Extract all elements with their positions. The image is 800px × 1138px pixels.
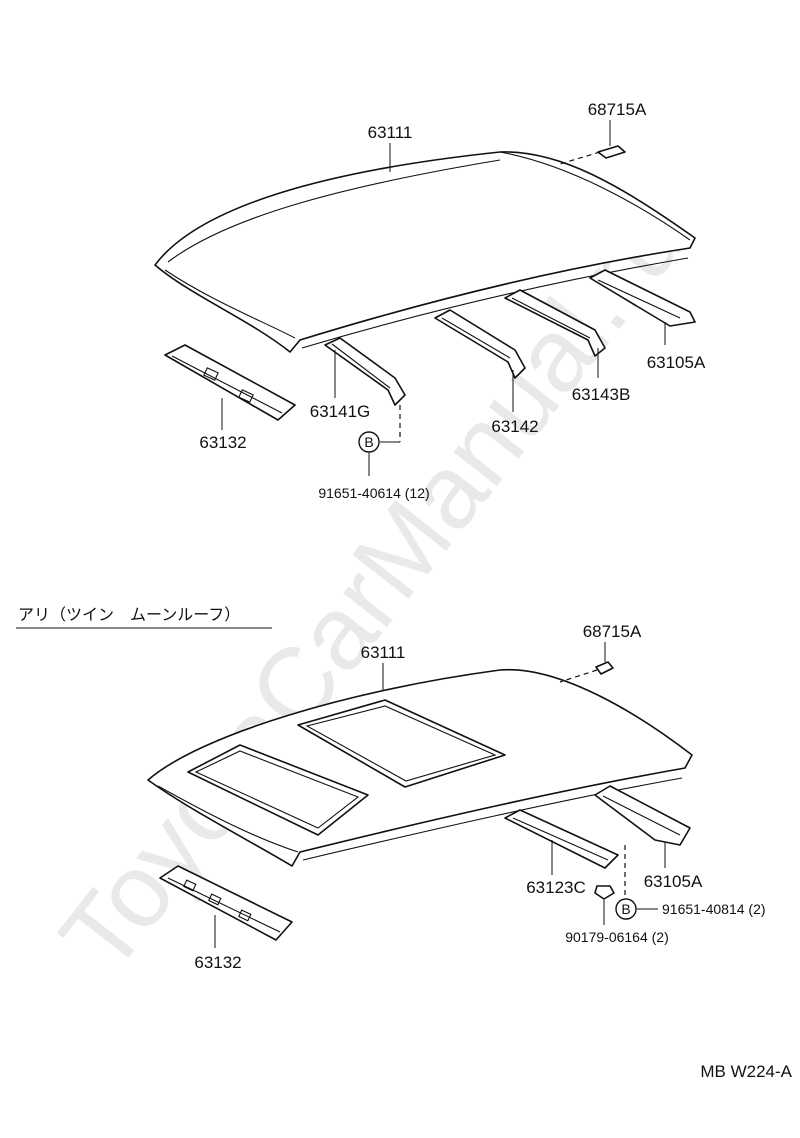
bottom-bolt-marker: [615, 898, 637, 920]
bottom-diagram: アリ（ツイン ムーンルーフ）: [16, 605, 766, 972]
label-bottom-cap: 68715A: [583, 622, 642, 641]
label-bottom-nut: 90179-06164 (2): [565, 929, 669, 945]
bottom-reinforcement: [504, 809, 619, 869]
illustration-code: MB W224-A: [700, 1062, 792, 1081]
bottom-front-header: [159, 865, 293, 941]
bottom-roof-panel: [147, 668, 693, 867]
bottom-rear-reinforcement: [594, 785, 691, 846]
section-heading-twin-moonroof: アリ（ツイン ムーンルーフ）: [18, 605, 240, 624]
label-top-rear-reinforcement: 63105A: [647, 353, 706, 372]
top-diagram: B 63111 68715A 63105A 63143B 63142 63141…: [154, 100, 706, 501]
top-reinforcement-2: [434, 309, 526, 379]
label-top-reinforcement-2: 63142: [491, 417, 538, 436]
top-reinforcement-1: [324, 337, 406, 406]
top-cap-part: [559, 145, 626, 165]
label-bottom-bolt: 91651-40814 (2): [662, 901, 766, 917]
label-top-cap: 68715A: [588, 100, 647, 119]
label-bottom-roof-panel: 63111: [361, 643, 406, 662]
top-rear-reinforcement: [589, 269, 696, 327]
top-roof-panel: [154, 151, 696, 353]
label-top-bolt: 91651-40614 (12): [318, 485, 429, 501]
label-bottom-front-header: 63132: [194, 953, 241, 972]
top-bolt-marker: [358, 431, 380, 453]
label-top-reinforcement-1: 63141G: [310, 402, 371, 421]
label-top-roof-panel: 63111: [368, 123, 413, 142]
label-bottom-rear-reinforcement: 63105A: [644, 872, 703, 891]
top-reinforcement-3: [504, 289, 606, 357]
label-top-reinforcement-3: 63143B: [572, 385, 631, 404]
bottom-cap-part: [559, 661, 614, 683]
label-top-front-header: 63132: [199, 433, 246, 452]
bottom-bolt-marker-letter: B: [621, 901, 630, 917]
top-front-header: [164, 344, 296, 421]
label-bottom-reinforcement: 63123C: [526, 878, 586, 897]
top-bolt-marker-letter: B: [364, 434, 373, 450]
bottom-nut: [594, 885, 615, 900]
